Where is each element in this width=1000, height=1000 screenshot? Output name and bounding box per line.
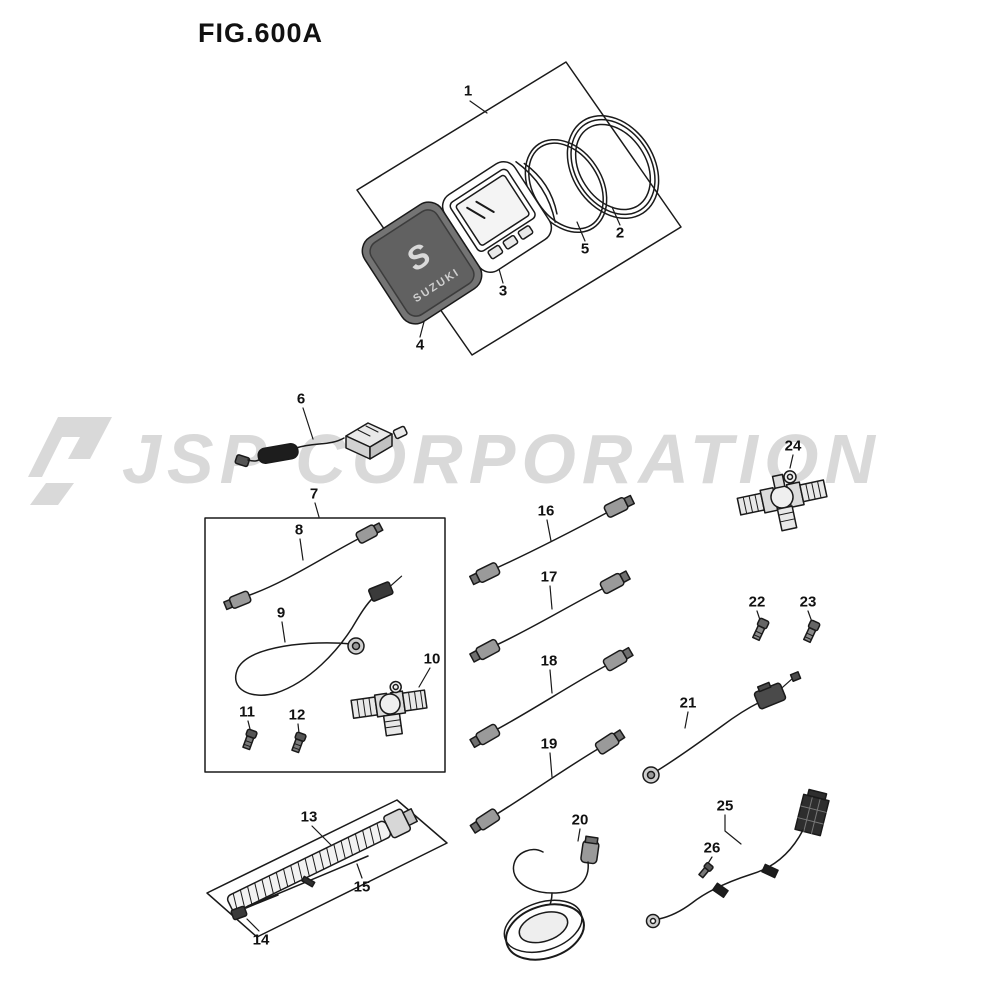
t-fitting-small	[350, 680, 428, 737]
cable-21	[642, 671, 802, 784]
watermark-logo	[28, 417, 112, 505]
cable-18	[469, 646, 634, 749]
sensor-22	[752, 617, 770, 642]
part-label-9: 9	[276, 604, 286, 622]
part-label-11: 11	[239, 703, 255, 721]
part-label-12: 12	[288, 706, 306, 724]
part-label-21: 21	[679, 694, 697, 712]
part-label-17: 17	[540, 568, 558, 586]
corrugated-tube-13	[226, 808, 418, 913]
part-label-1: 1	[463, 82, 473, 100]
leader-lines	[246, 100, 813, 932]
screw-11	[242, 728, 258, 751]
part-label-2: 2	[615, 224, 625, 242]
part-label-26: 26	[703, 839, 721, 857]
figure-title: FIG.600A	[198, 18, 324, 48]
t-fitting-large	[736, 470, 828, 532]
part-label-25: 25	[716, 797, 734, 815]
interface-cable	[234, 422, 408, 468]
part-label-22: 22	[748, 593, 766, 611]
part-label-6: 6	[296, 390, 306, 408]
cable-15	[247, 855, 369, 907]
part-label-7: 7	[309, 485, 319, 503]
bezel-ring	[566, 115, 660, 219]
cable-17	[469, 570, 631, 663]
part-label-16: 16	[537, 502, 555, 520]
part-label-23: 23	[799, 593, 817, 611]
cable-19	[469, 729, 626, 834]
gauge-unit	[441, 161, 558, 273]
lanyard-cap	[503, 835, 600, 961]
part-label-24: 24	[784, 437, 802, 455]
sensor-23	[803, 619, 821, 644]
cable-9	[235, 575, 403, 696]
part-label-4: 4	[415, 336, 425, 354]
sub-kit-box	[204, 517, 446, 773]
part-label-19: 19	[540, 735, 558, 753]
part-label-13: 13	[300, 808, 318, 826]
screw-26	[698, 861, 714, 879]
cable-8	[223, 522, 384, 611]
part-label-20: 20	[571, 811, 589, 829]
part-label-3: 3	[498, 282, 508, 300]
part-label-15: 15	[353, 878, 371, 896]
connector-14	[230, 894, 279, 921]
part-label-14: 14	[252, 931, 270, 949]
part-label-5: 5	[580, 240, 590, 258]
part-label-8: 8	[294, 521, 304, 539]
harness-kit-box	[206, 799, 448, 938]
cable-16	[468, 494, 636, 586]
harness-25	[645, 788, 830, 929]
part-label-18: 18	[540, 652, 558, 670]
gauge-cover: S SUZUKI	[361, 201, 483, 325]
screw-12	[291, 731, 307, 754]
part-label-10: 10	[423, 650, 441, 668]
